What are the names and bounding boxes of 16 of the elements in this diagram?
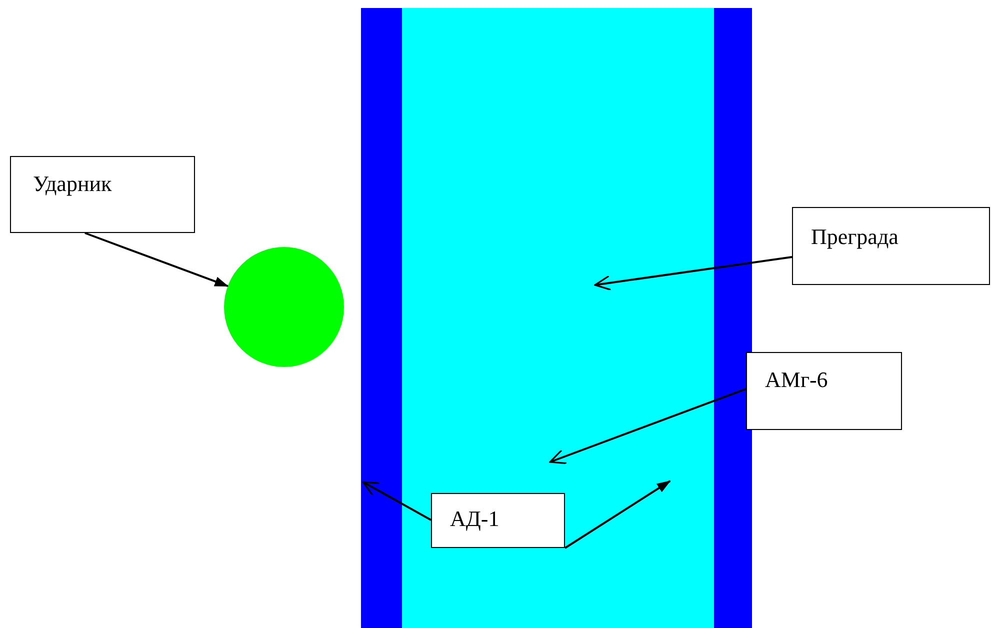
label-box: [431, 493, 565, 548]
leader-arrow: [362, 481, 432, 521]
label-text: Преграда: [811, 224, 898, 250]
label-text: Ударник: [33, 171, 112, 197]
layer-band: [402, 8, 714, 628]
label-box: [792, 207, 990, 285]
layer-band: [714, 8, 752, 628]
label-box: [746, 352, 902, 430]
label-box: [10, 156, 195, 233]
label-text: АД-1: [450, 506, 500, 532]
label-text: АМг-6: [765, 367, 828, 393]
leader-arrow: [84, 232, 229, 288]
leader-arrow: [594, 256, 792, 291]
layer-band: [361, 8, 402, 628]
leader-arrow: [549, 388, 746, 464]
leader-arrow: [564, 480, 671, 549]
